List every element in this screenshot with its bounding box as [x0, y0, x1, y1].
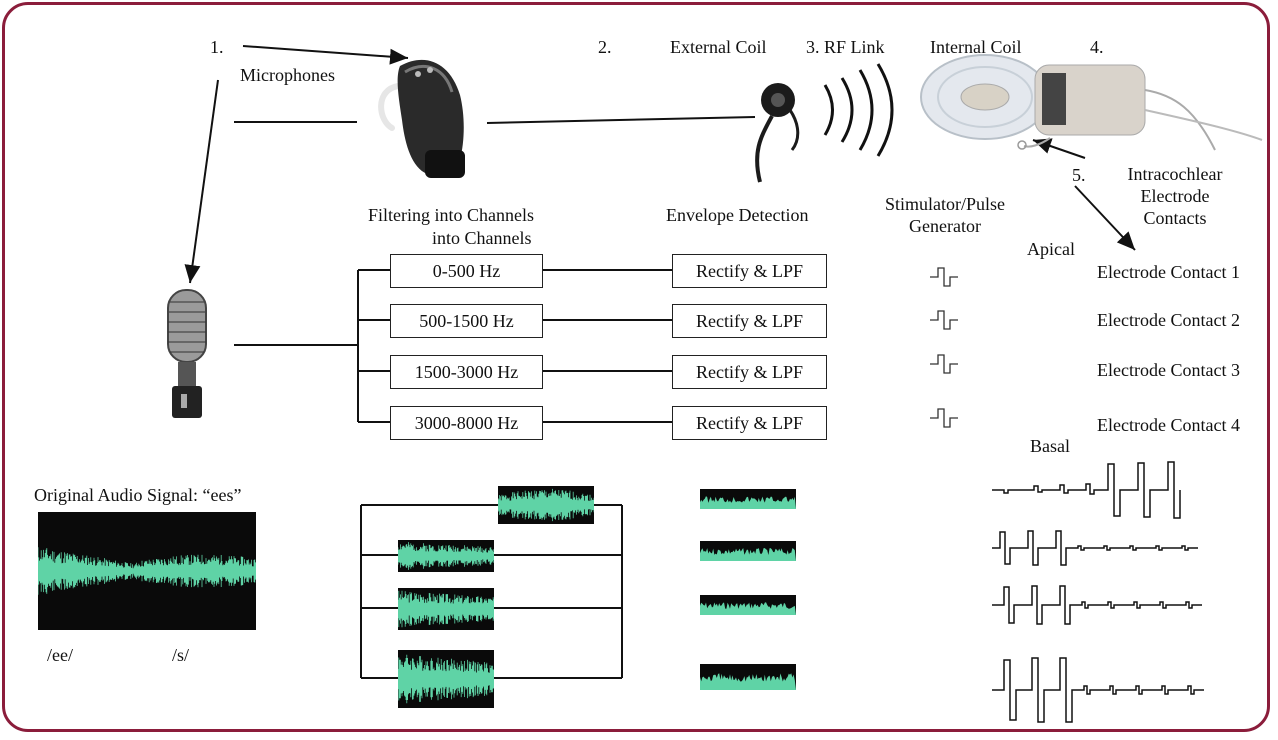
envelope-waveform-3: [700, 595, 796, 615]
pulse-icon: [930, 354, 958, 374]
channel-waveform-3: [398, 588, 494, 630]
filter-box-3: 1500-3000 Hz: [390, 355, 543, 389]
envelope-box-1: Rectify & LPF: [672, 254, 827, 288]
ee-phoneme-label: /ee/: [47, 645, 73, 665]
electrode-contact-4: Electrode Contact 4: [1097, 415, 1240, 435]
pulse-train-2: [992, 530, 1198, 566]
filter-box-2: 500-1500 Hz: [390, 304, 543, 338]
envelope-box-2: Rectify & LPF: [672, 304, 827, 338]
electrode-contact-1: Electrode Contact 1: [1097, 262, 1240, 282]
arrow-to-contact: [1074, 185, 1136, 251]
electrode-label: Electrode: [1140, 186, 1210, 206]
envelope-waveform-2: [700, 541, 796, 561]
filter-box-4: 3000-8000 Hz: [390, 406, 543, 440]
pulse-train-1: [992, 461, 1181, 519]
processor-to-coil-line: [486, 116, 756, 124]
diagram-frame: [2, 2, 1270, 732]
channel-waveform-4: [398, 650, 494, 708]
external-coil-label: External Coil: [670, 37, 767, 57]
pulse-icon: [930, 408, 958, 428]
original-signal-label: Original Audio Signal: “ees”: [34, 485, 242, 505]
intracochlear-label: Intracochlear: [1127, 164, 1223, 184]
contacts-label: Contacts: [1143, 208, 1207, 228]
envelope-waveform-4: [700, 664, 796, 690]
apical-label: Apical: [1027, 239, 1075, 259]
pulse-icon: [930, 267, 958, 287]
envelope-waveform-1: [700, 489, 796, 509]
pulse-icon: [930, 310, 958, 330]
filtering-label: Filtering into Channels: [368, 205, 534, 225]
step-1-label: 1.: [210, 37, 224, 57]
arrow-to-processor: [242, 45, 409, 65]
step-2-label: 2.: [598, 37, 612, 57]
original-audio-waveform: [38, 512, 256, 630]
electrode-contact-3: Electrode Contact 3: [1097, 360, 1240, 380]
step-5-label: 5.: [1072, 165, 1086, 185]
microphones-label: Microphones: [240, 65, 335, 85]
stimulator-label: Stimulator/Pulse: [884, 194, 1005, 214]
envelope-box-4: Rectify & LPF: [672, 406, 827, 440]
pulse-train-3: [992, 585, 1202, 625]
basal-label: Basal: [1030, 436, 1070, 456]
envelope-box-3: Rectify & LPF: [672, 355, 827, 389]
into-channels-label: into Channels: [432, 228, 532, 248]
step-4-label: 4.: [1090, 37, 1104, 57]
generator-label: Generator: [909, 216, 981, 236]
envelope-detection-label: Envelope Detection: [666, 205, 809, 225]
arrow-to-microphone: [184, 79, 219, 284]
channel-waveform-1: [498, 486, 594, 524]
internal-coil-label: Internal Coil: [930, 37, 1022, 57]
electrode-contact-2: Electrode Contact 2: [1097, 310, 1240, 330]
pulse-train-4: [992, 657, 1204, 723]
s-phoneme-label: /s/: [172, 645, 190, 665]
rf-link-label: 3. RF Link: [806, 37, 885, 57]
channel-waveform-2: [398, 540, 494, 572]
filter-box-1: 0-500 Hz: [390, 254, 543, 288]
